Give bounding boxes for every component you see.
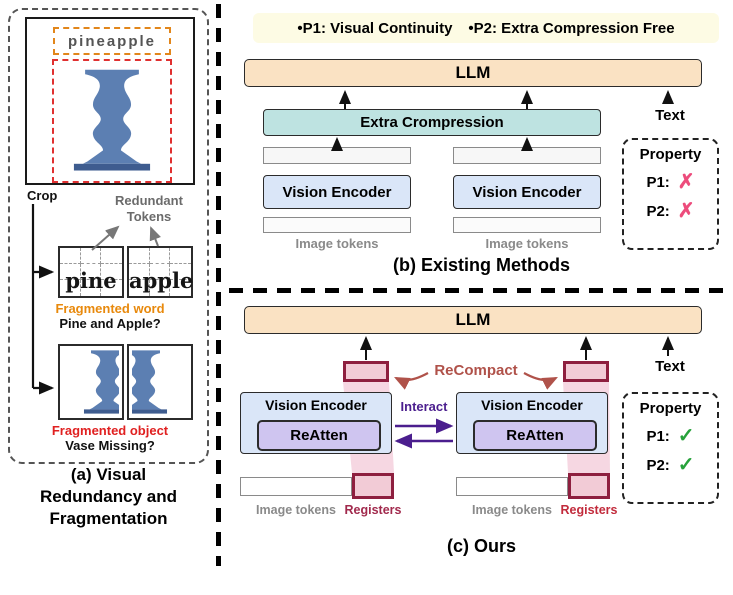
interact-label: Interact: [400, 399, 448, 414]
compressed-token-strip-left: [263, 147, 411, 164]
vision-encoder-c-right: Vision Encoder ReAtten: [456, 392, 608, 454]
registers-box-right: [568, 473, 610, 499]
pine-word: pine: [65, 268, 117, 293]
split-vase-left-box: [58, 344, 124, 420]
properties-banner: •P1: Visual Continuity •P2: Extra Compre…: [253, 13, 719, 43]
token-grid-pine: pine: [58, 246, 124, 298]
registers-label-left: Registers: [344, 503, 402, 517]
vision-encoder-title: Vision Encoder: [481, 397, 583, 413]
image-token-strip-c-right: [456, 477, 568, 496]
reatten-module-right: ReAtten: [473, 420, 597, 451]
property-row-b-p2: P2: ✗: [646, 200, 695, 222]
panel-a-outline: [8, 8, 209, 464]
text-input-label-c: Text: [655, 358, 685, 375]
image-token-strip-c-left: [240, 477, 352, 496]
image-tokens-label-b-right: Image tokens: [485, 236, 569, 251]
banner-item-p1: •P1: Visual Continuity: [297, 19, 453, 37]
panel-c-arrows: [360, 336, 674, 360]
vertical-dashed-divider: [216, 4, 221, 566]
extra-compression-bar: Extra Crompression: [263, 109, 601, 136]
property-row-c-p1: P1: ✓: [646, 425, 695, 447]
panel-b-caption: (b) Existing Methods: [393, 255, 570, 275]
vase-missing-question: Vase Missing?: [65, 438, 155, 453]
property-row-b-p1: P1: ✗: [646, 171, 695, 193]
apple-word: apple: [129, 268, 194, 293]
panel-c-caption: (c) Ours: [446, 536, 516, 556]
vase-right-half-image: [132, 350, 168, 414]
vision-encoder-b-left: Vision Encoder: [263, 175, 411, 209]
text-input-label-b: Text: [655, 107, 685, 124]
property-title-b: Property: [639, 146, 702, 163]
vase-left-half-image: [83, 350, 119, 414]
vision-encoder-title: Vision Encoder: [265, 397, 367, 413]
property-box-existing: Property P1: ✗ P2: ✗: [622, 138, 719, 250]
check-icon: ✓: [677, 454, 695, 476]
pineapple-text-region: pineapple: [53, 27, 171, 55]
llm-bar-ours: LLM: [244, 306, 702, 334]
image-tokens-label-b-left: Image tokens: [295, 236, 379, 251]
crop-label: Crop: [27, 188, 58, 203]
property-title-c: Property: [639, 400, 702, 417]
fragmented-word-label: Fragmented word: [55, 301, 165, 316]
llm-bar-existing: LLM: [244, 59, 702, 87]
check-icon: ✓: [677, 425, 695, 447]
vase-illusion-image: [73, 69, 151, 171]
image-tokens-label-c-left: Image tokens: [256, 503, 336, 517]
image-tokens-label-c-right: Image tokens: [472, 503, 552, 517]
redundant-tokens-label: Redundant Tokens: [115, 193, 183, 224]
cross-icon: ✗: [677, 171, 695, 193]
reatten-module-left: ReAtten: [257, 420, 381, 451]
pineapple-label: pineapple: [67, 32, 156, 50]
registers-label-right: Registers: [560, 503, 618, 517]
compressed-token-strip-right: [453, 147, 601, 164]
recompact-label: ReCompact: [434, 362, 518, 379]
split-vase-right-box: [127, 344, 193, 420]
pine-and-apple-question: Pine and Apple?: [59, 316, 161, 331]
fragmented-object-label: Fragmented object: [51, 423, 169, 438]
compact-register-output-left: [343, 361, 389, 382]
horizontal-dashed-divider: [229, 288, 733, 293]
compact-register-output-right: [563, 361, 609, 382]
property-row-c-p2: P2: ✓: [646, 454, 695, 476]
original-image-box: pineapple: [25, 17, 195, 185]
property-box-ours: Property P1: ✓ P2: ✓: [622, 392, 719, 504]
image-token-strip-b-left: [263, 217, 411, 233]
cross-icon: ✗: [677, 200, 695, 222]
vision-encoder-b-right: Vision Encoder: [453, 175, 601, 209]
panel-a-caption: (a) Visual Redundancy and Fragmentation: [40, 465, 177, 529]
interact-arrows: [394, 418, 454, 449]
registers-box-left: [352, 473, 394, 499]
vision-encoder-c-left: Vision Encoder ReAtten: [240, 392, 392, 454]
banner-item-p2: •P2: Extra Compression Free: [468, 19, 675, 37]
token-grid-apple: apple: [127, 246, 193, 298]
image-token-strip-b-right: [453, 217, 601, 233]
crop-region-box: [52, 59, 172, 183]
